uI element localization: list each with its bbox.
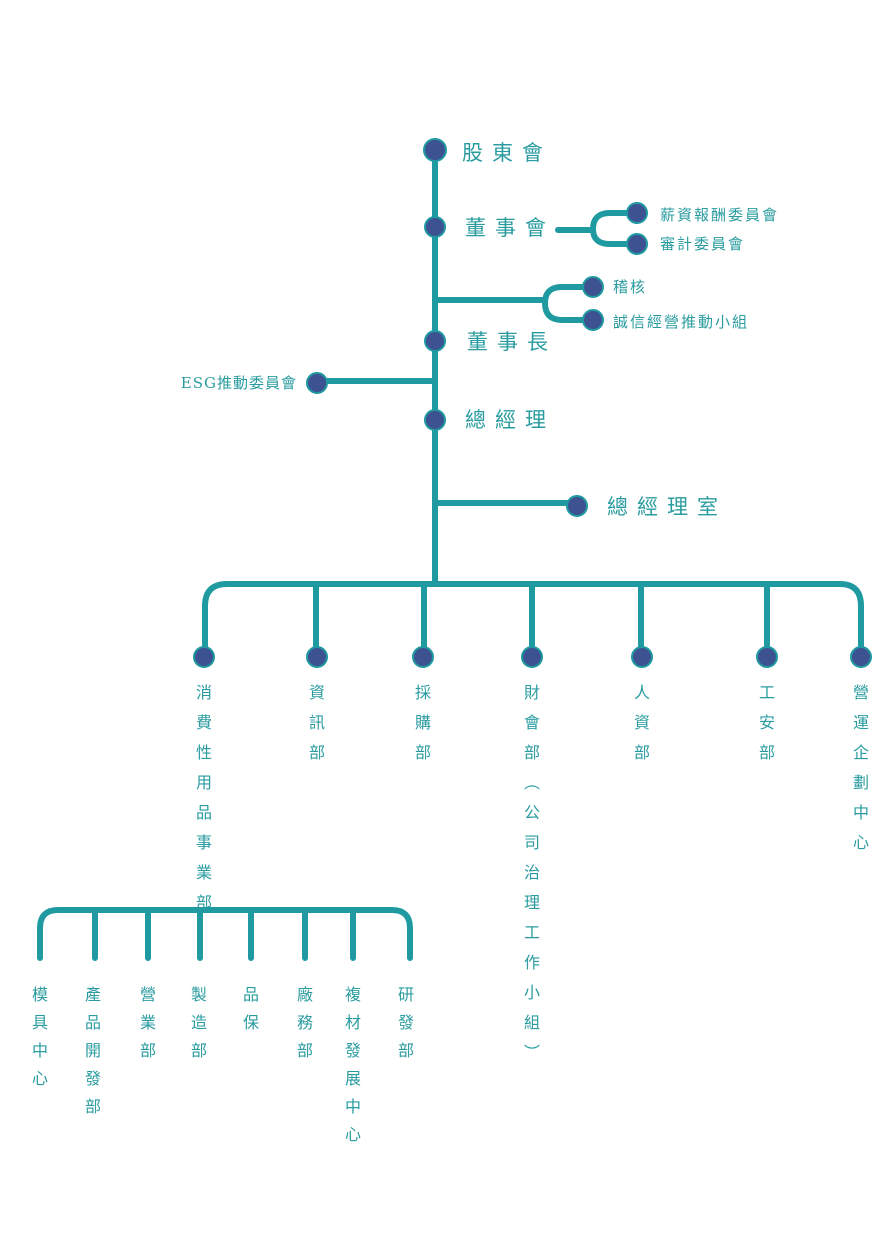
department-node-5 xyxy=(631,646,653,668)
internal-audit-node xyxy=(582,276,604,298)
department-node-2 xyxy=(306,646,328,668)
department-label-7: 營運企劃中心 xyxy=(853,683,869,852)
general-manager-node xyxy=(424,409,446,431)
audit-integrity-connector xyxy=(432,284,596,323)
esg-committee-label: ESG推動委員會 xyxy=(181,374,297,392)
sub-department-label-6: 廠務部 xyxy=(297,985,313,1060)
chairman-node xyxy=(424,330,446,352)
audit-committee-node xyxy=(626,233,648,255)
sub-department-label-2: 產品開發部 xyxy=(85,985,101,1116)
compensation-committee-node xyxy=(626,202,648,224)
sub-department-label-4: 製造部 xyxy=(191,985,207,1060)
department-drop-lines xyxy=(313,581,770,651)
general-manager-label: 總經理 xyxy=(465,408,555,432)
sub-department-labels: 模具中心 產品開發部 營業部 製造部 品保 廠務部 複材發展中心 研發部 xyxy=(32,985,414,1144)
department-label-2: 資訊部 xyxy=(309,683,325,762)
department-label-3: 採購部 xyxy=(415,683,431,762)
department-label-5: 人資部 xyxy=(634,683,650,762)
board-committee-connector xyxy=(555,210,640,247)
gm-office-label: 總經理室 xyxy=(607,495,727,519)
board-label: 董事會 xyxy=(465,216,555,240)
department-node-6 xyxy=(756,646,778,668)
sub-department-label-8: 研發部 xyxy=(398,985,414,1060)
department-label-4: 財會部︵公司治理工作小組︶ xyxy=(524,683,540,1062)
integrity-team-label: 誠信經營推動小組 xyxy=(613,313,749,331)
department-node-7 xyxy=(850,646,872,668)
sub-department-label-5: 品保 xyxy=(243,985,259,1032)
audit-committee-label: 審計委員會 xyxy=(660,235,745,253)
integrity-team-node xyxy=(582,309,604,331)
department-node-1 xyxy=(193,646,215,668)
sub-department-drop-lines xyxy=(92,907,356,961)
department-node-3 xyxy=(412,646,434,668)
chairman-label: 董事長 xyxy=(467,330,557,354)
sub-department-label-7: 複材發展中心 xyxy=(345,985,361,1144)
department-labels: 消費性用品事業部 資訊部 採購部 財會部︵公司治理工作小組︶ 人資部 工安部 營運企劃中心 xyxy=(196,683,869,1062)
esg-committee-node xyxy=(306,372,328,394)
sub-department-label-3: 營業部 xyxy=(140,985,156,1060)
department-label-1: 消費性用品事業部 xyxy=(196,683,212,912)
gm-office-node xyxy=(566,495,588,517)
department-label-6: 工安部 xyxy=(759,683,775,762)
node-markers xyxy=(193,138,872,668)
department-node-4 xyxy=(521,646,543,668)
shareholders-node xyxy=(423,138,447,162)
compensation-committee-label: 薪資報酬委員會 xyxy=(660,206,779,224)
sub-department-label-1: 模具中心 xyxy=(32,985,48,1088)
connector-lines xyxy=(37,147,864,961)
sub-department-bar xyxy=(37,907,413,961)
board-node xyxy=(424,216,446,238)
internal-audit-label: 稽核 xyxy=(613,278,647,296)
shareholders-label: 股東會 xyxy=(462,141,552,165)
